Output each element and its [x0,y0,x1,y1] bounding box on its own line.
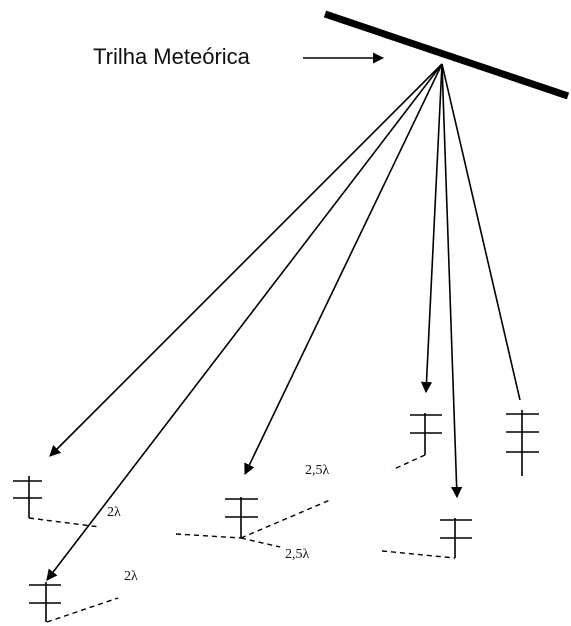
ray-3 [244,63,443,476]
spacing-label: 2,5λ [285,547,310,562]
dashed-line [175,533,242,539]
antennas [13,410,539,622]
ray-5 [441,63,463,499]
antenna-icon [13,476,42,518]
dashed-line [240,499,331,539]
ray-2 [46,63,443,581]
dashed-line [381,550,456,559]
antenna-icon [506,410,539,476]
dashed-line [240,537,281,548]
ray-6 [441,63,521,401]
antenna-icon [410,413,442,455]
spacing-label: 2λ [124,569,138,584]
spacing-lines [28,454,456,623]
antenna-icon [440,518,472,558]
reflected-rays [46,63,521,581]
antenna-icon [225,497,258,538]
trail-label: Trilha Meteórica [93,44,251,69]
dashed-line [28,517,101,528]
spacing-label: 2λ [107,505,121,520]
meteor-trail-line [323,10,570,100]
ray-4 [420,63,443,394]
antenna-icon [29,582,61,622]
dashed-line [46,597,119,623]
spacing-label: 2,5λ [305,463,330,478]
ray-1 [49,63,443,457]
dashed-line [391,454,426,471]
